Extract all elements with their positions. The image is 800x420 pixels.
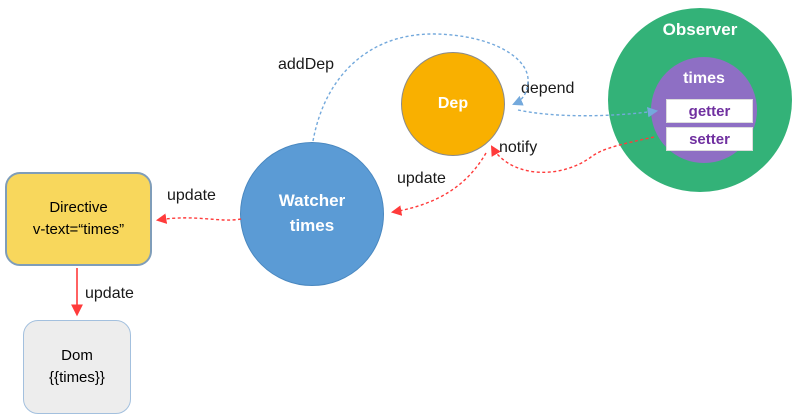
- update-watcher-directive-arrow: [155, 213, 242, 224]
- directive-expression: v-text=“times”: [32, 221, 125, 238]
- notify-label: notify: [499, 139, 538, 156]
- update-watcher-directive-label: update: [167, 187, 216, 204]
- depend-label: depend: [521, 80, 575, 97]
- update-directive-dom-label: update: [85, 285, 134, 302]
- update-dep-watcher-label: update: [397, 170, 446, 187]
- getter-box: getter: [666, 99, 753, 123]
- watcher-circle: Watcher times: [240, 142, 384, 286]
- adddep-label: addDep: [278, 56, 335, 73]
- watcher-title-line1: Watcher: [278, 191, 346, 211]
- directive-box: Directive v-text=“times”: [5, 172, 152, 266]
- observer-title: Observer: [662, 20, 738, 39]
- times-title: times: [683, 70, 725, 87]
- dom-expression: {{times}}: [49, 369, 105, 386]
- directive-title: Directive: [49, 198, 108, 216]
- dep-circle: Dep: [401, 52, 505, 156]
- dom-title: Dom: [61, 346, 93, 364]
- dom-box: Dom {{times}}: [23, 320, 131, 414]
- watcher-title-line2: times: [289, 216, 335, 235]
- setter-box: setter: [666, 127, 753, 151]
